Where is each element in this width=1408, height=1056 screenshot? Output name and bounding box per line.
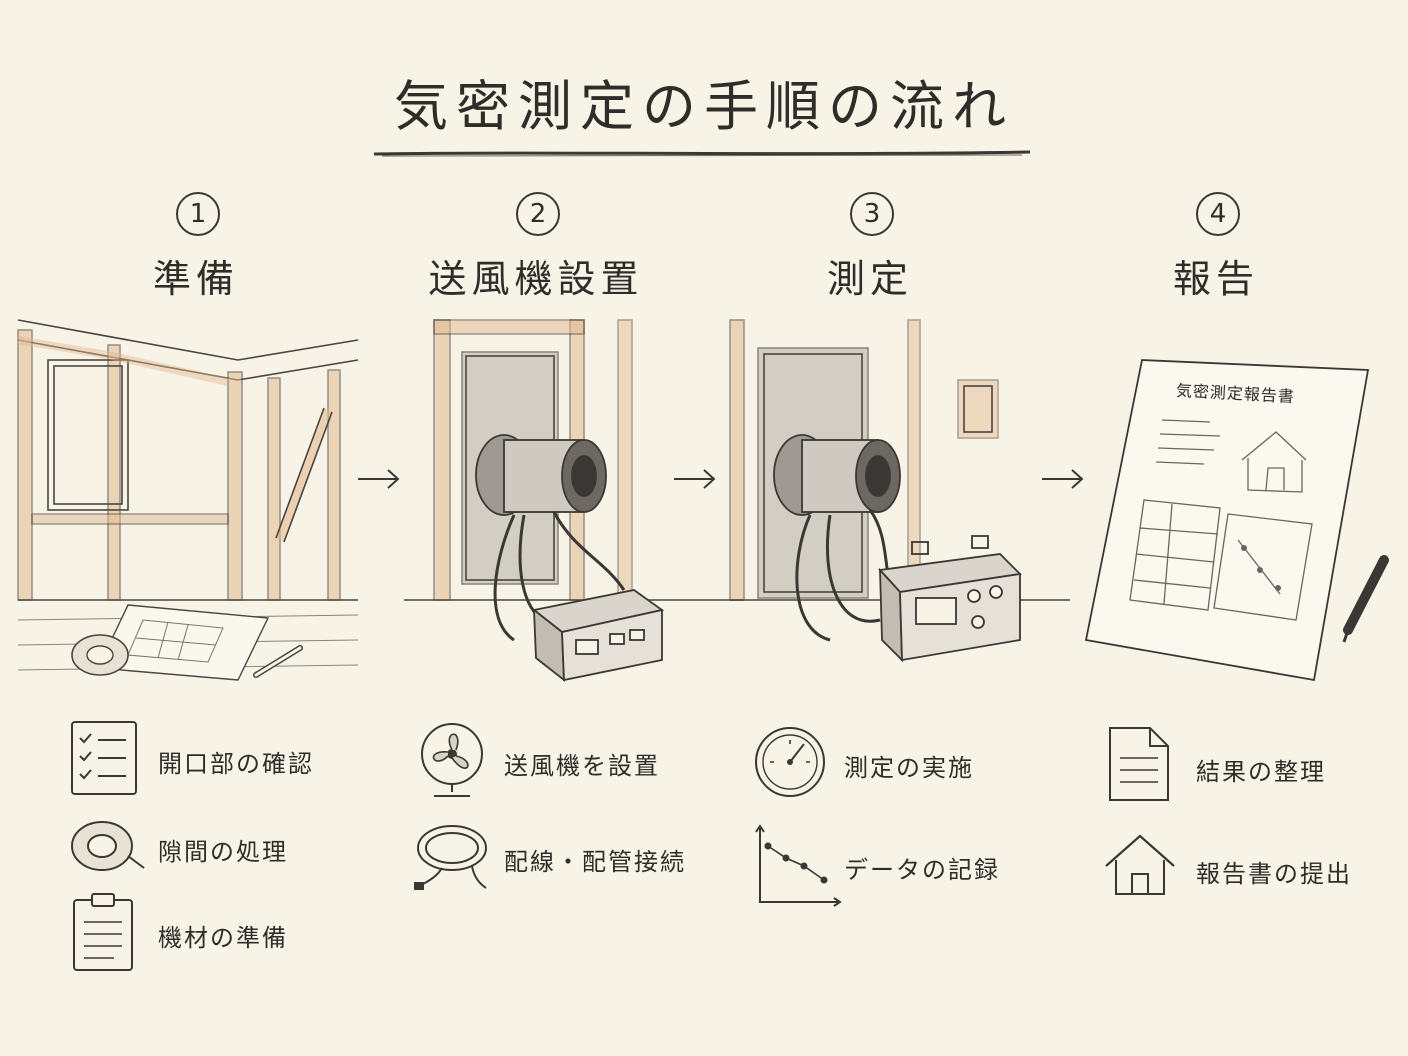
checklist-icon <box>71 721 137 795</box>
flow-arrow-1 <box>358 469 400 489</box>
clipboard-icon <box>73 893 133 971</box>
line-graph-icon <box>755 824 842 907</box>
fan-icon <box>421 723 483 797</box>
flow-arrow-3 <box>1042 469 1084 489</box>
step-1-number: 1 <box>176 192 220 236</box>
step-4-number: 4 <box>1196 192 1240 236</box>
step-1-item-2-label: 隙間の処理 <box>158 838 288 866</box>
step-4-item-2-label: 報告書の提出 <box>1196 860 1352 888</box>
report-document <box>1084 359 1389 682</box>
framing-room-illustration <box>17 319 359 681</box>
blower-door-illustration <box>404 319 744 682</box>
step-2-title: 送風機設置 <box>428 257 644 301</box>
step-1-title: 準備 <box>152 257 239 301</box>
step-3-item-2-label: データの記録 <box>844 856 1000 884</box>
measurement-illustration <box>729 319 1070 663</box>
step-3-item-1-label: 測定の実施 <box>844 754 974 782</box>
step-2-item-1-label: 送風機を設置 <box>504 752 660 780</box>
report-illustration: 気密測定報告書 <box>1080 350 1400 700</box>
step-2-item-2-label: 配線・配管接続 <box>504 848 686 876</box>
step-1-item-3-label: 機材の準備 <box>158 924 288 952</box>
step-4-item-1-label: 結果の整理 <box>1196 758 1326 786</box>
page-title: 気密測定の手順の流れ <box>394 75 1014 138</box>
step-2-number: 2 <box>516 192 560 236</box>
step-3-number: 3 <box>850 192 894 236</box>
step-3-title: 測定 <box>826 257 913 301</box>
cable-icon <box>414 825 487 890</box>
title-underline <box>373 150 1031 157</box>
step-1-item-1-label: 開口部の確認 <box>158 750 314 778</box>
tape-icon <box>71 821 145 871</box>
document-icon <box>1109 727 1169 801</box>
house-icon <box>1105 834 1175 895</box>
step-4-title: 報告 <box>1172 257 1259 301</box>
flow-arrow-2 <box>674 469 716 489</box>
gauge-icon <box>755 727 825 797</box>
